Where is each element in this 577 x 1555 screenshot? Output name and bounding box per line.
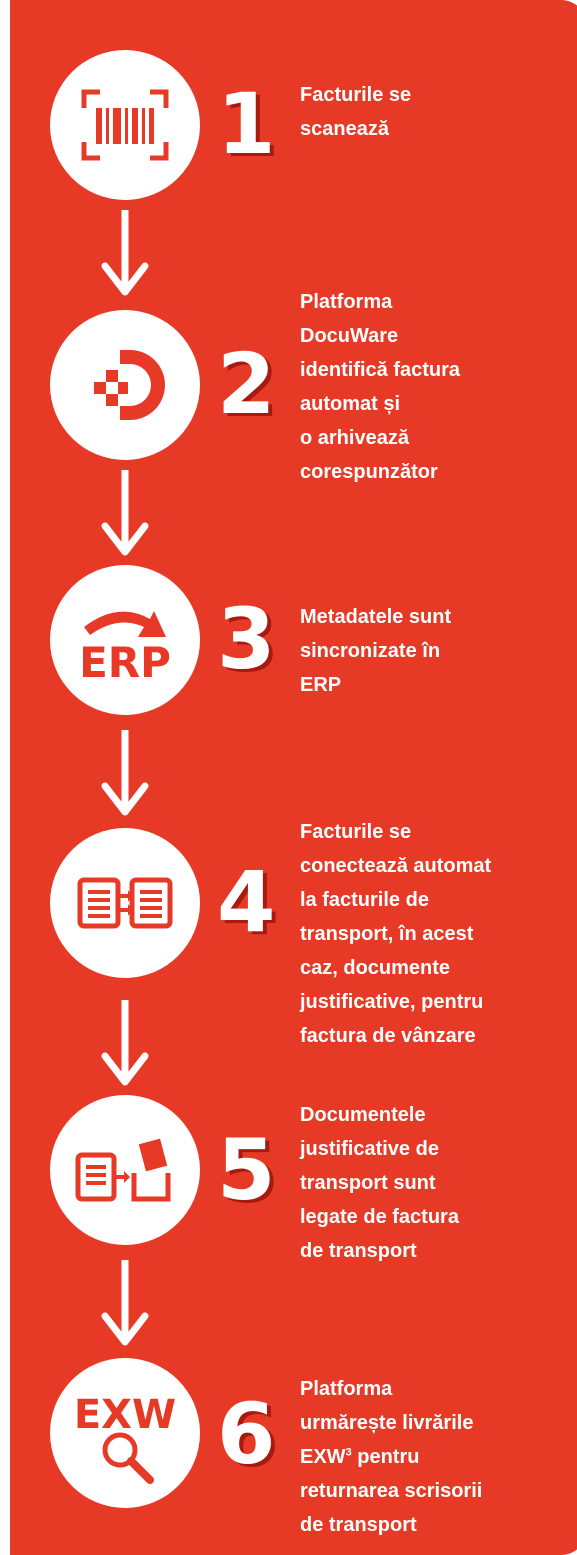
barcode-scan-icon (81, 89, 169, 161)
step-2-circle (50, 310, 200, 460)
step-6-circle: EXW (50, 1358, 200, 1508)
arrow-down-5 (99, 1260, 151, 1350)
step-6-text: Platforma urmărește livrările EXW3 pentr… (300, 1372, 577, 1542)
step-5-circle (50, 1095, 200, 1245)
process-panel (10, 0, 577, 1555)
arrow-down-3 (99, 730, 151, 820)
exw-label: EXW (74, 1392, 176, 1438)
step-4-circle (50, 828, 200, 978)
step-4-text: Facturile se conectează automat la factu… (300, 821, 492, 1047)
step-2-text: Platforma DocuWare identifică factura au… (300, 291, 461, 483)
step-6-text-part2: pentru returnarea scrisorii de transport (300, 1446, 483, 1536)
arrow-down-2 (99, 470, 151, 560)
document-attach-icon (75, 1138, 171, 1202)
step-6-text-part1: Platforma urmărește livrările EXW (300, 1378, 474, 1468)
step-1-number: 1 (217, 75, 276, 173)
step-1-text: Facturile se scanează (300, 84, 412, 140)
step-3-number: 3 (217, 590, 276, 688)
step-3-circle: ERP (50, 565, 200, 715)
erp-label: ERP (79, 638, 171, 687)
step-5-number: 5 (217, 1121, 276, 1219)
docuware-logo-icon (94, 350, 165, 420)
step-6-footnote-ref: 3 (345, 1446, 352, 1459)
arrow-down-1 (99, 210, 151, 300)
step-1-circle (50, 50, 200, 200)
step-2-number: 2 (217, 335, 276, 433)
documents-link-icon (77, 877, 173, 929)
step-6-number: 6 (217, 1385, 276, 1483)
step-3-text: Metadatele sunt sincronizate în ERP (300, 606, 452, 696)
step-4-number: 4 (217, 853, 276, 951)
step-5-text: Documentele justificative de transport s… (300, 1104, 459, 1262)
arrow-down-4 (99, 1000, 151, 1090)
erp-sync-icon: ERP (79, 611, 171, 687)
exw-search-icon: EXW (74, 1392, 176, 1484)
